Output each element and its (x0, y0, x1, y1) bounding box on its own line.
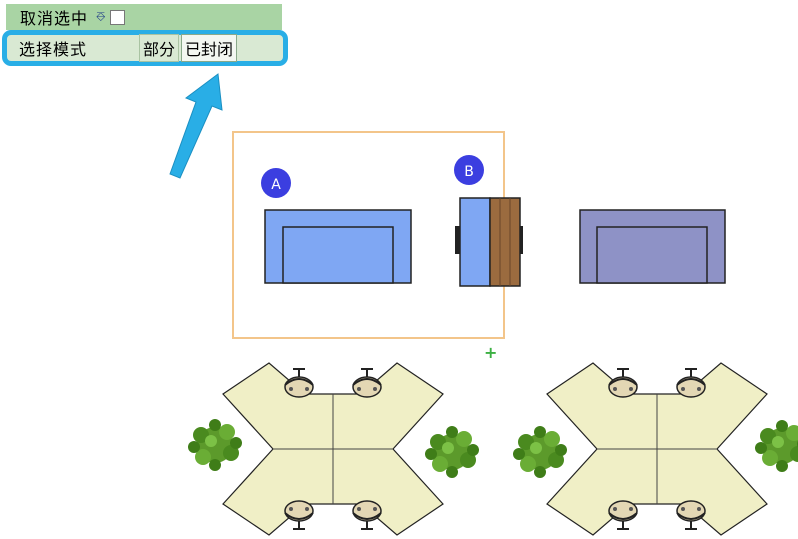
marker-b-label: B (464, 164, 474, 180)
marker-a (261, 168, 291, 198)
selection-mode-row: 选择模式 部分 已封闭 (2, 30, 288, 66)
cabinet-b[interactable] (455, 197, 523, 287)
deselect-checkbox[interactable] (110, 9, 126, 25)
mode-option-enclosed[interactable]: 已封闭 (181, 34, 238, 62)
swap-arrow-icon[interactable]: ⎑ (96, 10, 106, 24)
selection-mode-label: 选择模式 (19, 40, 88, 59)
selection-toolbar: 取消选中 ⎑ (6, 4, 282, 30)
workstation-left[interactable] (223, 363, 443, 535)
sofa-a[interactable] (264, 209, 412, 284)
plant-3[interactable] (513, 426, 567, 478)
marker-b (454, 155, 484, 185)
workstation-right[interactable] (547, 363, 767, 535)
plant-1[interactable] (188, 419, 242, 471)
plant-2[interactable] (425, 426, 479, 478)
plant-4[interactable] (755, 420, 798, 472)
callout-arrow (169, 73, 223, 179)
mode-option-partial[interactable]: 部分 (139, 34, 180, 62)
deselect-label: 取消选中 (20, 9, 89, 28)
deselect-row: 取消选中 ⎑ (6, 4, 282, 30)
plus-icon: + (484, 343, 497, 362)
marker-a-label: A (271, 177, 281, 193)
sofa-c[interactable] (579, 209, 726, 284)
